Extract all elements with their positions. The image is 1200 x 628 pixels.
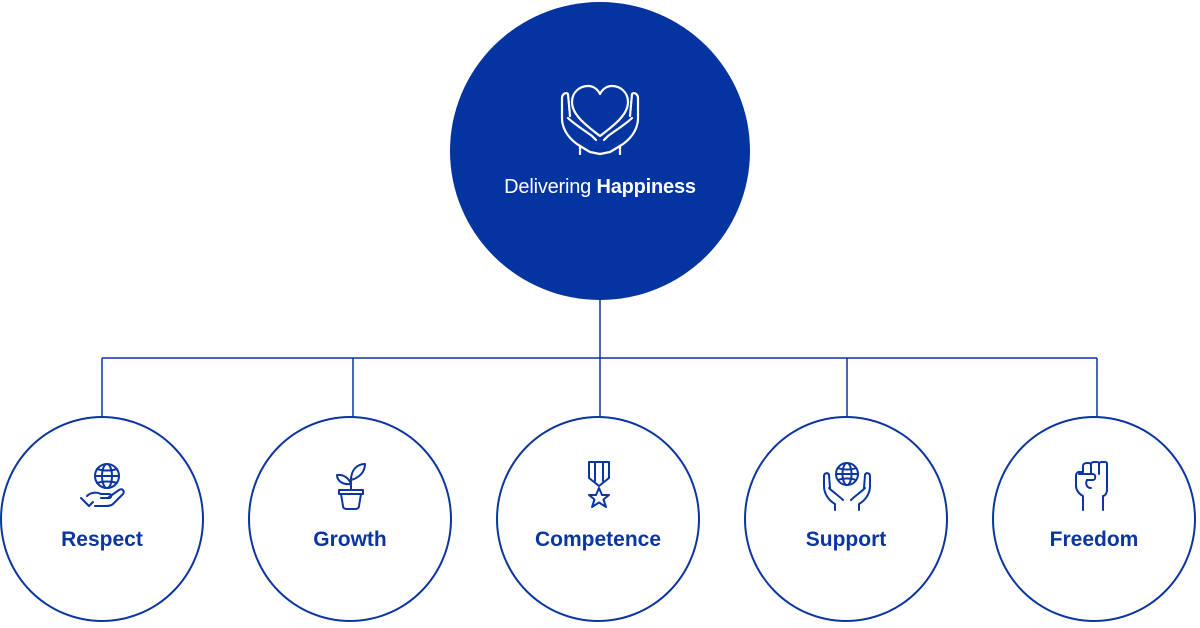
root-title-bold: Happiness (596, 176, 696, 198)
raised-fist-icon (1075, 461, 1108, 511)
globe-in-hand-icon (80, 463, 125, 507)
value-label-respect: Respect (61, 528, 143, 551)
medal-icon (588, 461, 610, 508)
heart-in-hands-icon (560, 84, 640, 156)
value-node-competence: Competence (496, 416, 700, 622)
value-node-support: Support (744, 416, 948, 622)
value-label-support: Support (805, 528, 887, 551)
value-label-freedom: Freedom (1049, 528, 1139, 551)
value-node-respect: Respect (0, 416, 204, 622)
globe-in-hands-icon (823, 462, 871, 511)
root-node: Delivering Happiness (450, 2, 750, 300)
plant-pot-icon (336, 463, 366, 510)
value-label-growth: Growth (313, 528, 387, 551)
root-title: Delivering Happiness (450, 176, 750, 199)
value-node-freedom: Freedom (992, 416, 1196, 622)
value-node-growth: Growth (248, 416, 452, 622)
root-title-light: Delivering (504, 176, 592, 198)
value-label-competence: Competence (534, 528, 662, 551)
